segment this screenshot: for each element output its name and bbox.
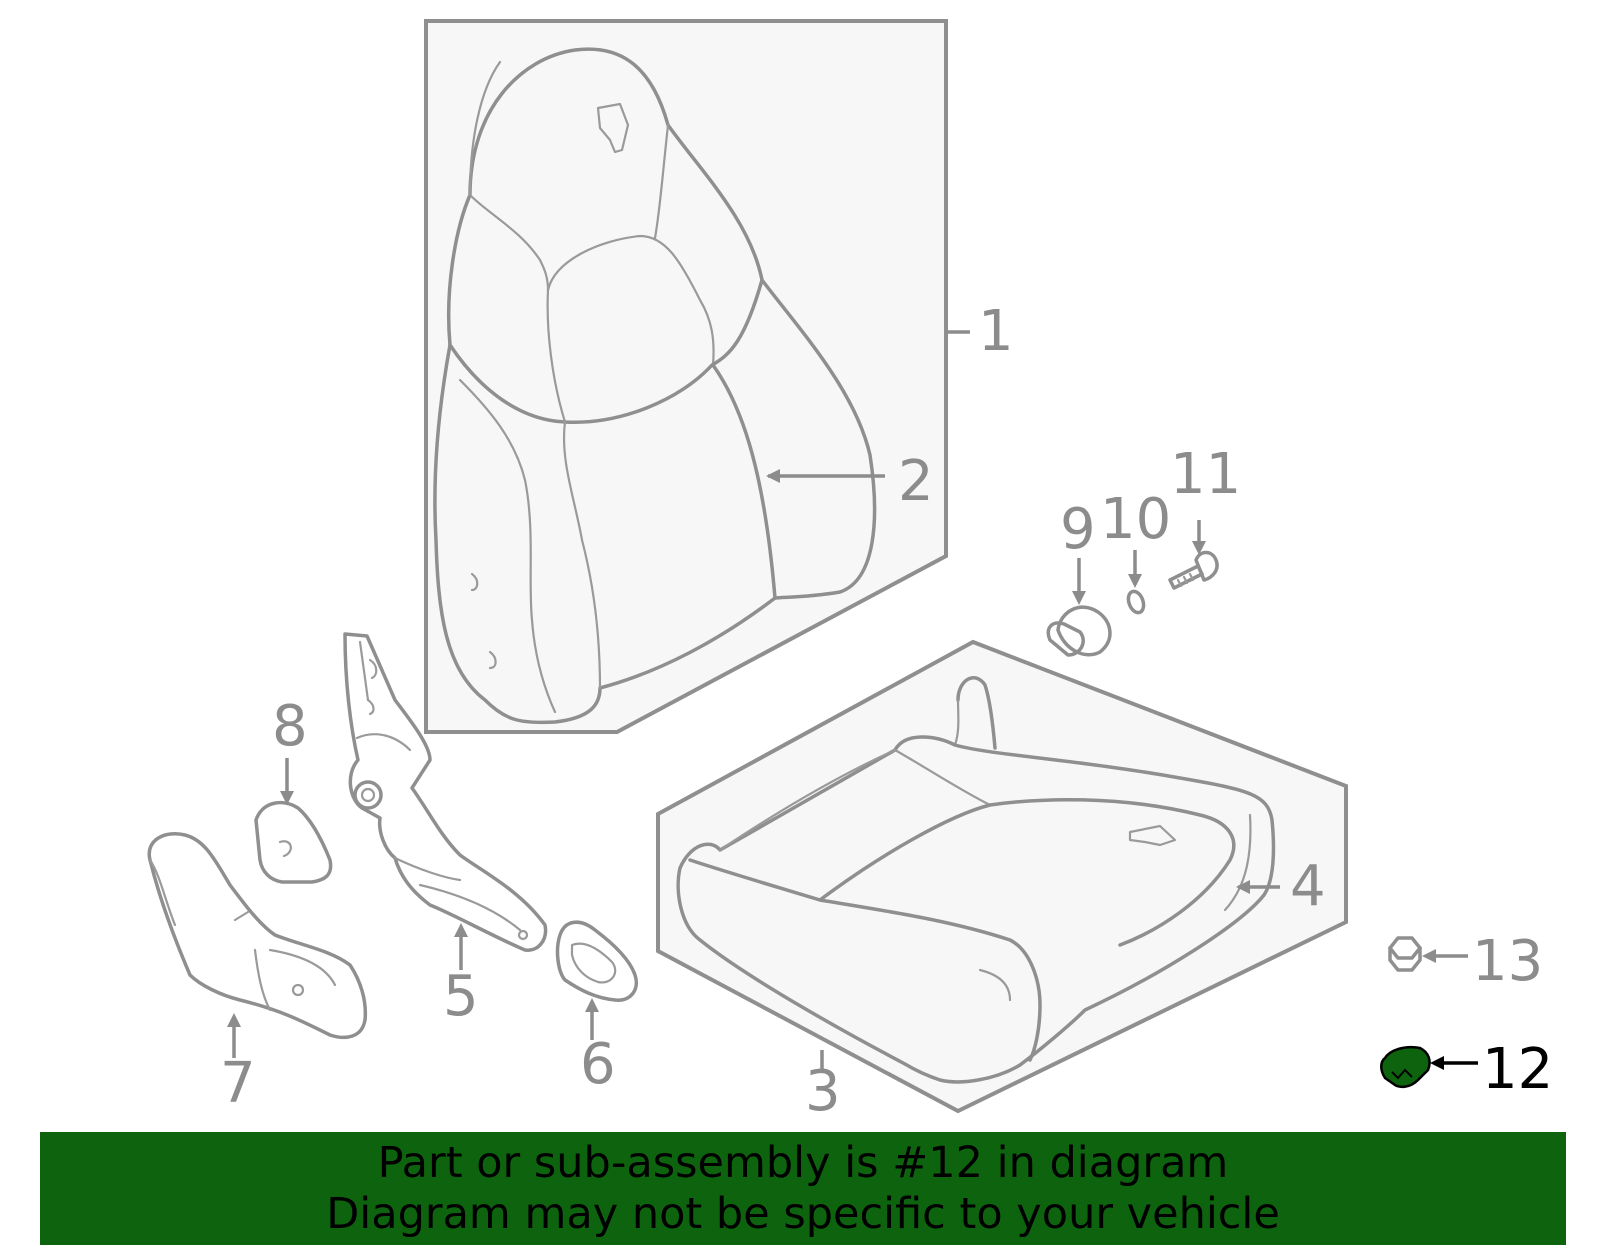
callout-8: 8 [272, 694, 308, 759]
callout-4: 4 [1290, 854, 1326, 919]
callout-13: 13 [1472, 929, 1543, 994]
banner-line-1: Part or sub-assembly is #12 in diagram [377, 1137, 1229, 1188]
retainer-clip-part12-drawing [1380, 1045, 1431, 1089]
cap-part8-drawing [254, 800, 333, 884]
callout-10: 10 [1100, 487, 1171, 552]
callout-1: 1 [978, 299, 1014, 364]
leader-lines [227, 330, 1478, 1072]
callout-3: 3 [805, 1059, 841, 1124]
nut-part13-drawing [1388, 936, 1422, 972]
clip-part10-drawing [1126, 589, 1146, 615]
info-banner: Part or sub-assembly is #12 in diagram D… [40, 1132, 1566, 1245]
bushing-part9-drawing [1046, 605, 1112, 657]
callout-2: 2 [898, 449, 934, 514]
callout-5: 5 [443, 964, 479, 1029]
trim-panel-part7-drawing [147, 832, 368, 1040]
callout-12: 12 [1482, 1037, 1553, 1102]
cover-part6-drawing [555, 920, 638, 1002]
banner-line-2: Diagram may not be specific to your vehi… [326, 1188, 1280, 1239]
seat-back-cover-drawing [433, 47, 877, 725]
callout-11: 11 [1170, 442, 1241, 507]
callout-7: 7 [220, 1051, 256, 1116]
callout-9: 9 [1060, 497, 1096, 562]
bolt-part11-drawing [1168, 550, 1219, 590]
seat-back-panel [424, 19, 948, 734]
seat-cushion-cover-drawing [676, 676, 1276, 1084]
callout-labels: 1 2 3 4 5 6 7 8 9 10 11 13 12 [220, 299, 1553, 1124]
recliner-bracket-drawing [343, 632, 548, 952]
seat-cushion-panel [656, 639, 1348, 1114]
callout-6: 6 [580, 1032, 616, 1097]
